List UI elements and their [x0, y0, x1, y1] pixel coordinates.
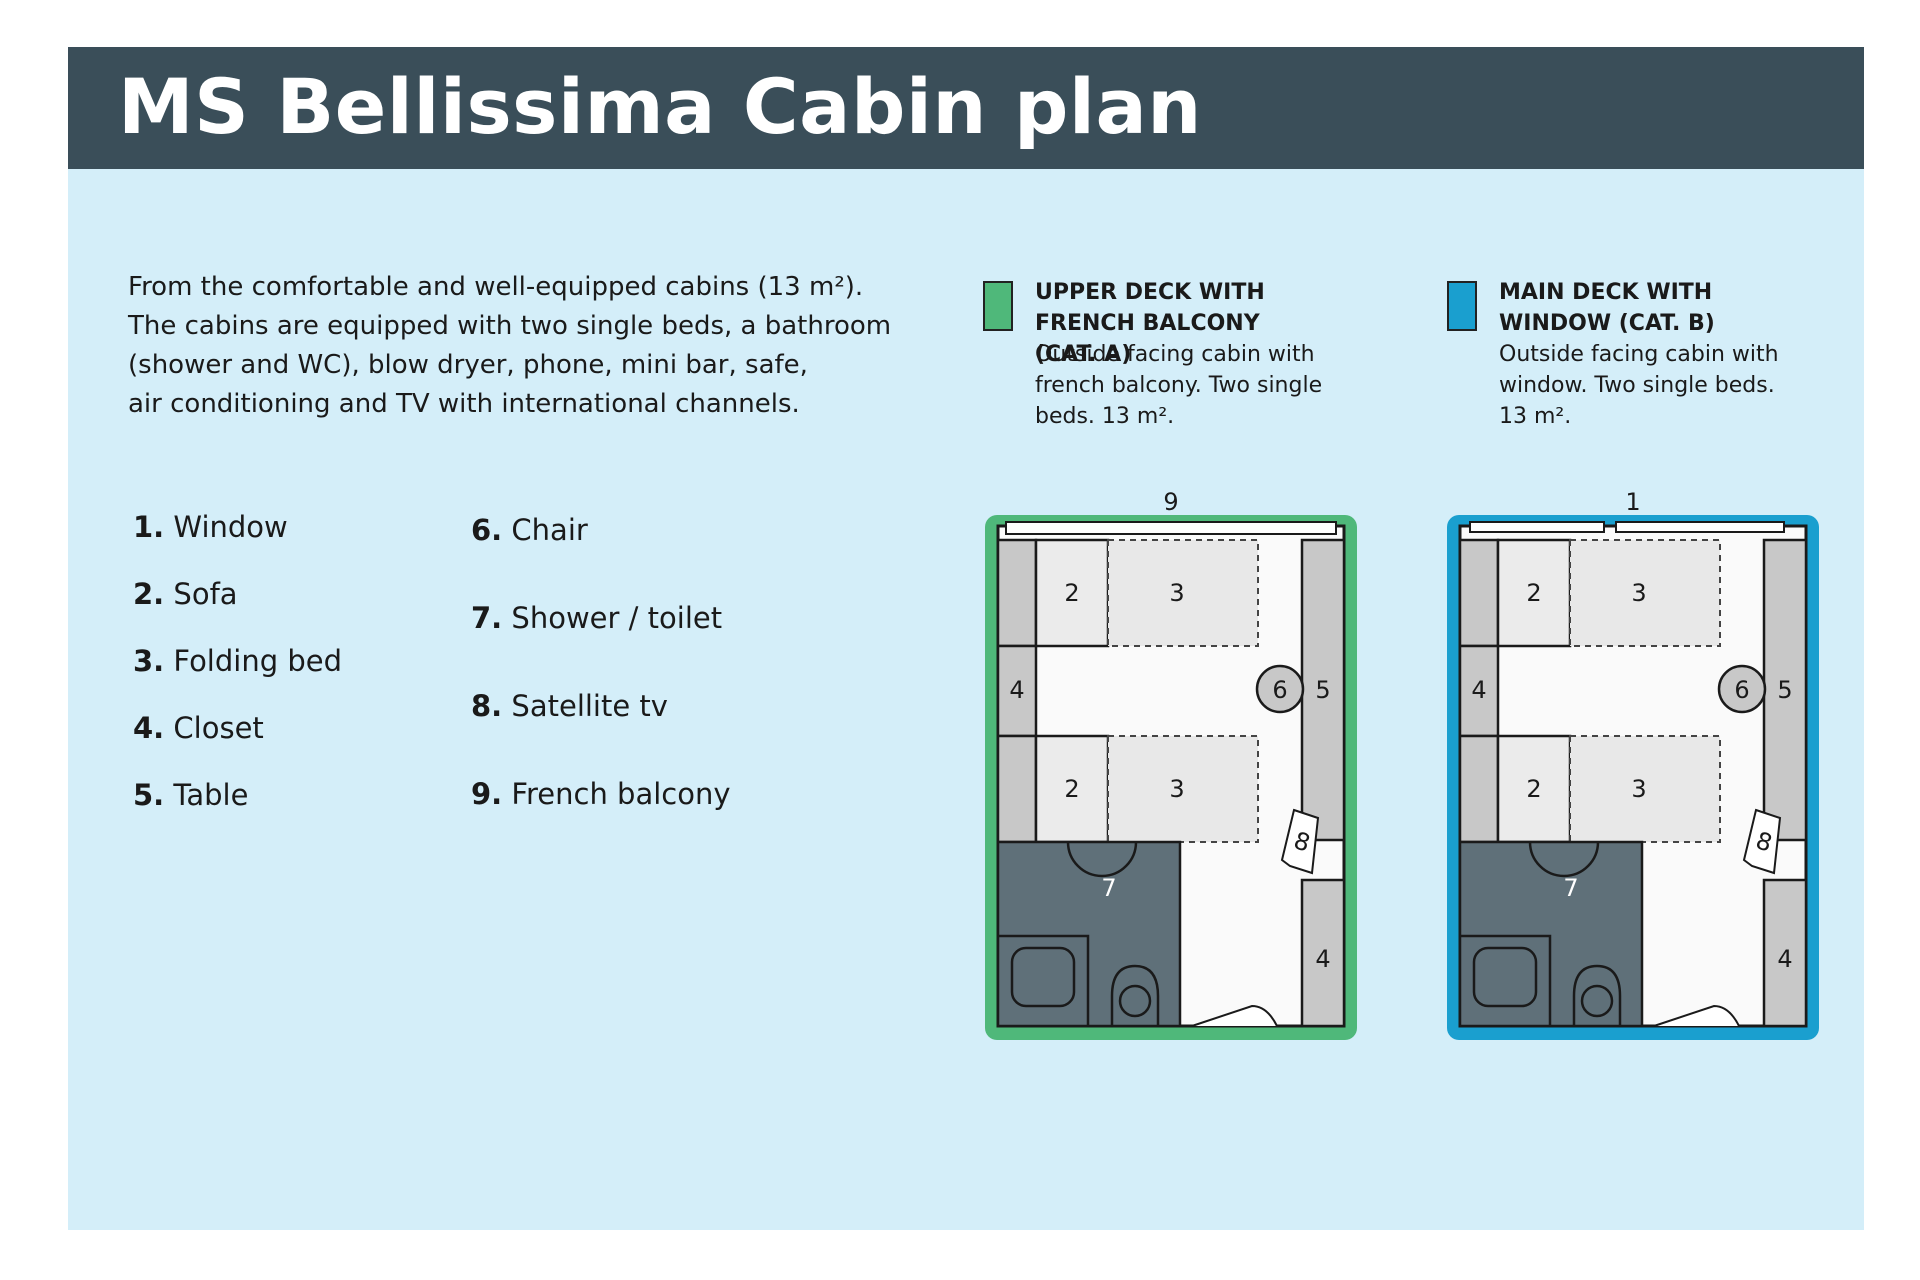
plan-label-window: 1 — [1625, 488, 1640, 516]
shower-tray — [1010, 946, 1076, 1008]
legend-item-shower-toilet: 7. Shower / toilet — [471, 601, 723, 635]
intro-line: air conditioning and TV with internation… — [128, 389, 800, 419]
intro-text: From the comfortable and well-equipped c… — [128, 268, 948, 424]
window — [1469, 521, 1605, 533]
floor-plan-cat-a: 9 4 2 3 2 3 7 5 4 6 8 — [985, 488, 1357, 1040]
closet — [1300, 878, 1346, 1028]
legend-item-french-balcony: 9. French balcony — [471, 777, 731, 811]
plan-label-table: 5 — [1315, 676, 1330, 704]
toilet — [1572, 964, 1622, 1026]
plan-label-french-balcony: 9 — [1163, 488, 1178, 516]
entrance-door — [1653, 1004, 1740, 1027]
title-banner — [68, 47, 1864, 169]
shower-tray — [1472, 946, 1538, 1008]
closet — [996, 538, 1038, 648]
plan-label-sofa: 2 — [1526, 579, 1541, 607]
chair — [1255, 664, 1305, 714]
closet — [1762, 878, 1808, 1028]
plan-label-closet: 4 — [1009, 676, 1024, 704]
plan-label-folding-bed: 3 — [1169, 775, 1184, 803]
toilet-bowl — [1118, 984, 1152, 1018]
plan-label-folding-bed: 3 — [1631, 579, 1646, 607]
folding-bed — [1569, 735, 1721, 843]
sofa — [1034, 734, 1110, 844]
plan-label-sofa: 2 — [1064, 579, 1079, 607]
floor-plan-cat-b: 1 4 2 3 2 3 7 5 4 6 8 — [1447, 488, 1819, 1040]
entrance-door — [1191, 1004, 1278, 1027]
legend-item-satellite-tv: 8. Satellite tv — [471, 689, 668, 723]
intro-line: (shower and WC), blow dryer, phone, mini… — [128, 350, 808, 380]
plan-label-sofa: 2 — [1526, 775, 1541, 803]
closet — [1458, 538, 1500, 648]
toilet-bowl — [1580, 984, 1614, 1018]
folding-bed — [1107, 735, 1259, 843]
sofa — [1034, 538, 1110, 648]
plan-label-closet: 4 — [1471, 676, 1486, 704]
intro-line: From the comfortable and well-equipped c… — [128, 272, 864, 302]
plan-label-sofa: 2 — [1064, 775, 1079, 803]
category-b-description: Outside facing cabin with window. Two si… — [1499, 342, 1779, 429]
plan-label-chair: 6 — [1734, 676, 1749, 704]
category-a-description: Outside facing cabin with french balcony… — [1035, 342, 1323, 429]
intro-line: The cabins are equipped with two single … — [128, 311, 892, 341]
legend-item-table: 5. Table — [133, 778, 249, 812]
bathroom-door-swing — [1528, 841, 1600, 878]
folding-bed — [1107, 539, 1259, 647]
plan-label-shower-toilet: 7 — [1563, 874, 1578, 902]
plan-label-shower-toilet: 7 — [1101, 874, 1116, 902]
category-b-heading: MAIN DECK WITH WINDOW (CAT. B) — [1499, 280, 1715, 336]
closet — [996, 734, 1038, 844]
chair — [1717, 664, 1767, 714]
page-title: MS Bellissima Cabin plan — [118, 62, 1202, 151]
category-b-swatch — [1447, 281, 1477, 331]
legend-item-chair: 6. Chair — [471, 513, 588, 547]
category-a-swatch — [983, 281, 1013, 331]
bathroom-door-swing — [1066, 841, 1138, 878]
category-a: UPPER DECK WITH FRENCH BALCONY (CAT. A) … — [983, 270, 1323, 430]
category-a-heading: UPPER DECK WITH FRENCH BALCONY (CAT. A) — [1035, 280, 1265, 367]
legend-item-sofa: 2. Sofa — [133, 577, 238, 611]
satellite-tv — [1742, 808, 1782, 875]
table — [1762, 538, 1808, 842]
french-balcony — [1005, 521, 1337, 535]
toilet — [1110, 964, 1160, 1026]
plan-label-folding-bed: 3 — [1631, 775, 1646, 803]
legend-item-closet: 4. Closet — [133, 711, 264, 745]
plan-label-chair: 6 — [1272, 676, 1287, 704]
plan-label-closet: 4 — [1315, 945, 1330, 973]
table — [1300, 538, 1346, 842]
category-b: MAIN DECK WITH WINDOW (CAT. B) Outside f… — [1447, 270, 1787, 430]
window — [1615, 521, 1785, 533]
plan-label-folding-bed: 3 — [1169, 579, 1184, 607]
plan-label-table: 5 — [1777, 676, 1792, 704]
legend-item-folding-bed: 3. Folding bed — [133, 644, 342, 678]
legend-item-window: 1. Window — [133, 510, 288, 544]
plan-label-closet: 4 — [1777, 945, 1792, 973]
satellite-tv — [1280, 808, 1320, 875]
folding-bed — [1569, 539, 1721, 647]
closet — [1458, 734, 1500, 844]
